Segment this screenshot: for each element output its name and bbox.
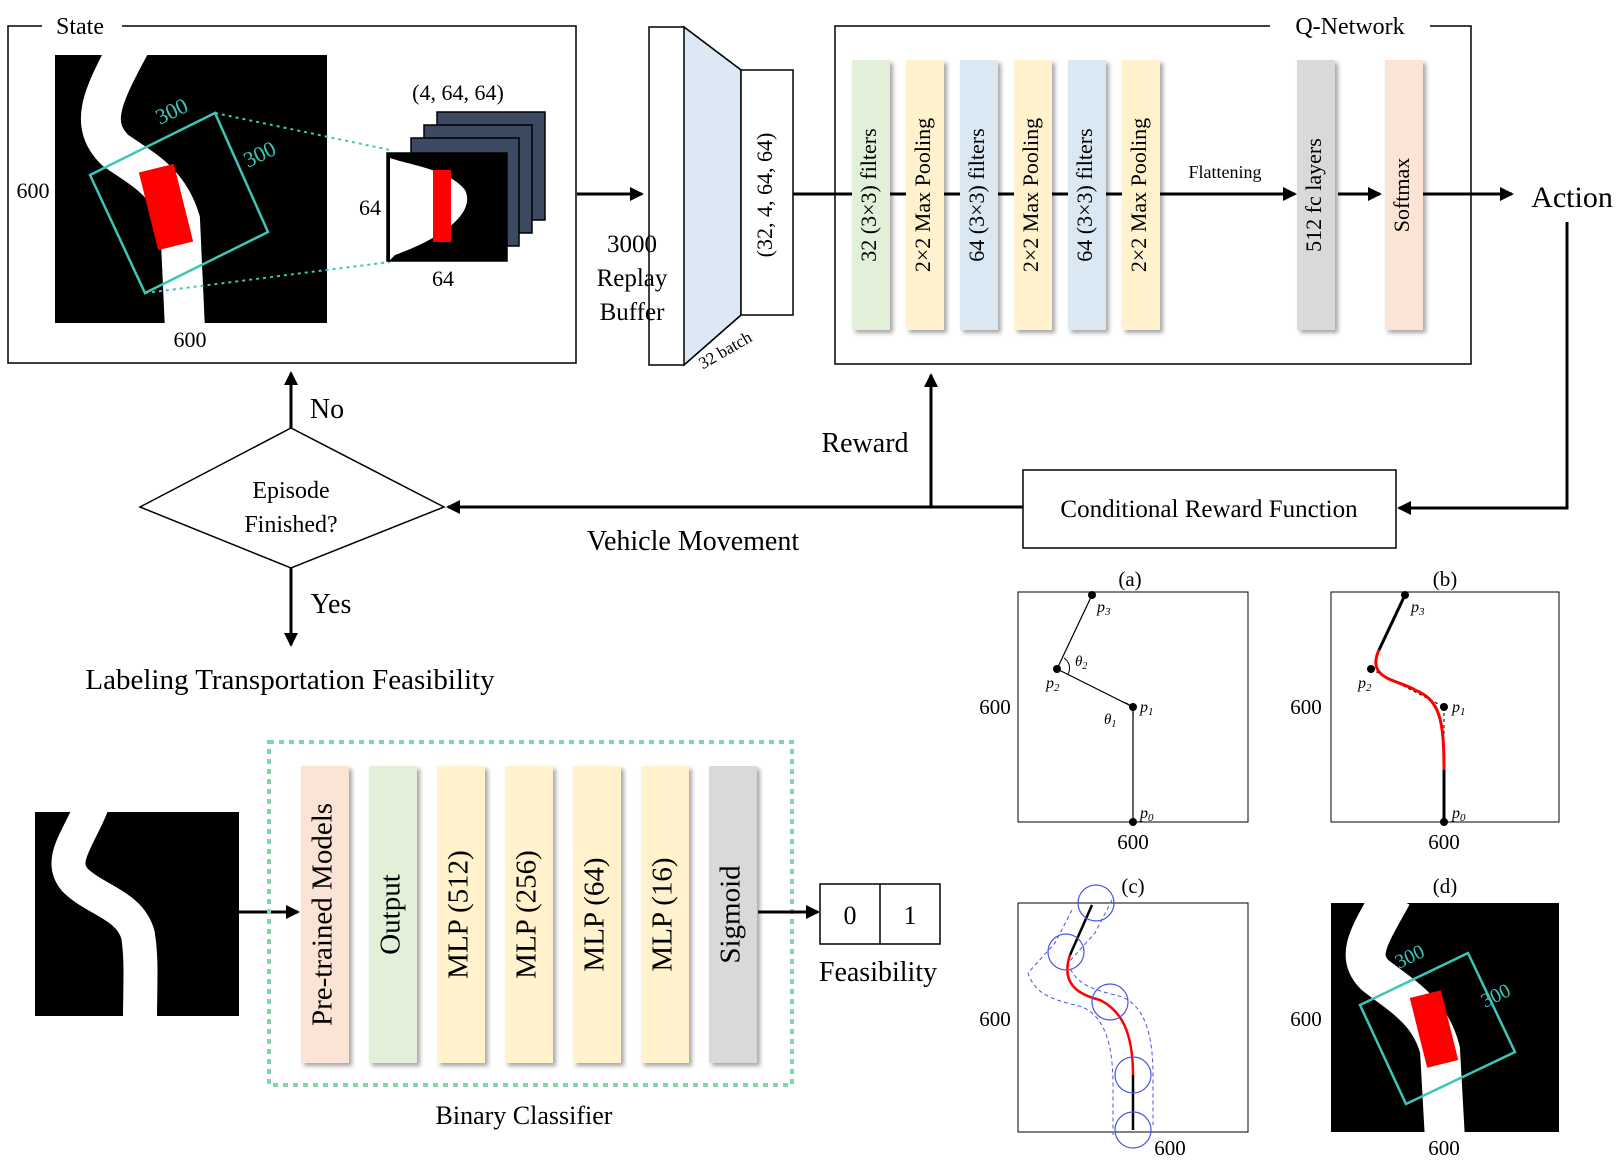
qnet-layer-5 bbox=[1122, 60, 1160, 330]
panel-a-height: 600 bbox=[979, 695, 1011, 719]
feasibility-label: Feasibility bbox=[819, 957, 937, 988]
panel-a-tag: (a) bbox=[1118, 567, 1141, 591]
qnet-layer-4 bbox=[1068, 60, 1106, 330]
panel-d-width: 600 bbox=[1428, 1136, 1460, 1160]
decision-line2: Finished? bbox=[244, 512, 337, 538]
reward-label: Reward bbox=[821, 428, 908, 459]
qnet-layer-label: 2×2 Max Pooling bbox=[1018, 118, 1043, 272]
reward-function-box bbox=[1022, 469, 1397, 549]
labeling-label: Labeling Transportation Feasibility bbox=[85, 664, 495, 696]
yes-label: Yes bbox=[311, 589, 352, 620]
qnet-layer-label: 512 fc layers bbox=[1301, 138, 1326, 252]
panel-c: (c) 600 600 bbox=[979, 874, 1249, 1160]
buffer-line3: Buffer bbox=[600, 299, 665, 326]
classifier-layers: Pre-trained Models Output MLP (512) MLP (25… bbox=[301, 766, 757, 1063]
classifier-layer-label: MLP (16) bbox=[647, 857, 679, 971]
svg-text:θ2: θ2 bbox=[1075, 654, 1087, 672]
qnet-layer-1 bbox=[906, 60, 944, 330]
flatten-label: Flattening bbox=[1189, 162, 1262, 182]
panel-b-width: 600 bbox=[1428, 830, 1460, 854]
no-label: No bbox=[310, 394, 344, 425]
qnet-layer-label: 2×2 Max Pooling bbox=[910, 118, 935, 272]
frame-stack bbox=[386, 111, 546, 262]
classifier-layer-0 bbox=[301, 766, 349, 1063]
vehicle-rect bbox=[138, 163, 194, 251]
classifier-layer-6 bbox=[709, 766, 757, 1063]
panel-c-width: 600 bbox=[1154, 1136, 1186, 1160]
svg-text:p2: p2 bbox=[1357, 675, 1372, 694]
classifier-title: Binary Classifier bbox=[436, 1101, 613, 1130]
qnet-layer-label: Softmax bbox=[1389, 158, 1414, 233]
panel-a-width: 600 bbox=[1117, 830, 1149, 854]
panel-c-height: 600 bbox=[979, 1007, 1011, 1031]
qnet-layer-label: 64 (3×3) filters bbox=[964, 128, 989, 261]
output-one: 1 bbox=[904, 901, 917, 930]
panel-a: (a) p0 p1 p2 p3 θ1 θ2 600 600 bbox=[979, 567, 1249, 854]
qnet-layer-7 bbox=[1385, 60, 1423, 330]
svg-text:p1: p1 bbox=[1451, 699, 1466, 718]
qnet-layer-6 bbox=[1297, 60, 1335, 330]
state-map: 300 300 bbox=[55, 55, 327, 323]
classifier-layer-label: MLP (64) bbox=[579, 857, 611, 971]
panel-b-tag: (b) bbox=[1433, 567, 1458, 591]
panel-b: (b) p0 p1 p2 p3 600 600 bbox=[1290, 567, 1560, 854]
svg-text:p0: p0 bbox=[1139, 805, 1154, 824]
state-title: State bbox=[56, 14, 104, 40]
qnet-layer-0 bbox=[852, 60, 890, 330]
small-width-label: 64 bbox=[432, 266, 454, 291]
feasibility-output: 0 1 bbox=[819, 883, 941, 945]
qnet-layers: 32 (3×3) filters 2×2 Max Pooling 64 (3×3) … bbox=[852, 60, 1423, 330]
buffer-line1: 3000 bbox=[607, 231, 657, 258]
crop-window bbox=[88, 111, 270, 295]
stack-shape-label: (4, 64, 64) bbox=[412, 80, 504, 105]
classifier-layer-label: Pre-trained Models bbox=[307, 803, 339, 1026]
classifier-layer-1 bbox=[369, 766, 417, 1063]
map-height-label: 600 bbox=[17, 178, 50, 203]
classifier-layer-label: Output bbox=[375, 874, 407, 955]
svg-text:p0: p0 bbox=[1451, 805, 1466, 824]
qnet-layer-label: 32 (3×3) filters bbox=[856, 128, 881, 261]
reward-function-label: Conditional Reward Function bbox=[1060, 496, 1358, 523]
svg-text:p2: p2 bbox=[1045, 675, 1060, 694]
classifier-layer-label: Sigmoid bbox=[715, 865, 747, 964]
vehicle-movement-label: Vehicle Movement bbox=[587, 526, 799, 557]
panel-d: (d) 300 300 600 600 bbox=[1290, 874, 1559, 1160]
buffer-shape-label: (32, 4, 64, 64) bbox=[752, 133, 777, 258]
panel-c-tag: (c) bbox=[1121, 874, 1144, 898]
svg-text:p3: p3 bbox=[1410, 599, 1425, 618]
small-height-label: 64 bbox=[359, 195, 381, 220]
map-width-label: 600 bbox=[174, 327, 207, 352]
decision-line1: Episode bbox=[252, 478, 329, 504]
classifier-layer-label: MLP (256) bbox=[511, 850, 543, 979]
q-network: Q-Network 32 (3×3) filters 2×2 Max Poolin… bbox=[793, 12, 1514, 365]
panel-d-height: 600 bbox=[1290, 1007, 1322, 1031]
action-label: Action bbox=[1531, 181, 1613, 214]
classifier-layer-label: MLP (512) bbox=[443, 850, 475, 979]
binary-input-map bbox=[35, 812, 239, 1016]
state-panel: State 300 300 600 600 (4, bbox=[7, 12, 577, 364]
qnet-title: Q-Network bbox=[1295, 14, 1404, 40]
svg-text:θ1: θ1 bbox=[1104, 712, 1116, 730]
classifier-layer-4 bbox=[573, 766, 621, 1063]
qnet-layer-label: 64 (3×3) filters bbox=[1072, 128, 1097, 261]
panel-d-tag: (d) bbox=[1433, 874, 1458, 898]
classifier-layer-2 bbox=[437, 766, 485, 1063]
classifier-layer-3 bbox=[505, 766, 553, 1063]
classifier-layer-5 bbox=[641, 766, 689, 1063]
episode-decision: Episode Finished? bbox=[138, 427, 446, 569]
svg-text:p3: p3 bbox=[1096, 599, 1111, 618]
panel-b-height: 600 bbox=[1290, 695, 1322, 719]
replay-buffer: (32, 4, 64, 64) 32 batch 3000 Replay Buf… bbox=[597, 25, 794, 373]
output-zero: 0 bbox=[844, 901, 857, 930]
buffer-line2: Replay bbox=[597, 265, 668, 292]
svg-text:p1: p1 bbox=[1139, 699, 1154, 718]
qnet-layer-3 bbox=[1014, 60, 1052, 330]
qnet-layer-2 bbox=[960, 60, 998, 330]
qnet-layer-label: 2×2 Max Pooling bbox=[1126, 118, 1151, 272]
